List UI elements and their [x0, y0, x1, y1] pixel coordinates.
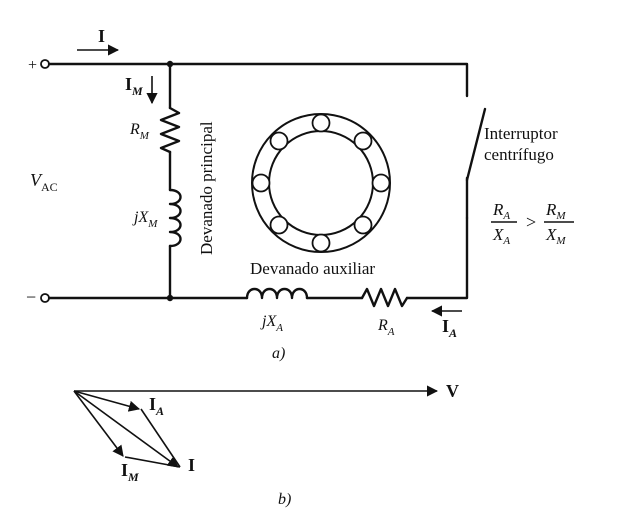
- switch-blade: [465, 107, 487, 182]
- main-inductor-label: jXM: [132, 209, 158, 230]
- phasor-diagram: V IA IM I b): [73, 381, 459, 508]
- bottom-junction: [166, 294, 174, 302]
- top-wire-right: [168, 62, 469, 98]
- main-current-phasor-label: IM: [121, 460, 139, 484]
- aux-resistor-label: RA: [377, 317, 395, 338]
- main-resistor-label: RM: [129, 121, 150, 142]
- plus-terminal-label: +: [28, 57, 37, 74]
- total-current-label: I: [98, 26, 105, 46]
- aux-resistor: [360, 287, 409, 308]
- switch-label-line2: centrífugo: [484, 145, 554, 164]
- total-current-phasor: [73, 390, 179, 468]
- main-inductor: [168, 188, 182, 248]
- circuit-diagram: + − VAC I IM RM jXM Devanad: [26, 26, 574, 362]
- main-resistor: [159, 106, 181, 154]
- aux-current-label: IA: [442, 316, 457, 340]
- total-current-phasor-label: I: [188, 455, 195, 475]
- aux-winding-label: Devanado auxiliar: [250, 259, 375, 278]
- main-current-phasor: [73, 390, 124, 457]
- aux-inductor: [245, 287, 309, 300]
- switch-label-line1: Interruptor: [484, 124, 558, 143]
- ratio-right-numerator: RM: [545, 200, 566, 222]
- parallelogram-edge-2: [124, 456, 181, 468]
- source-voltage-label: VAC: [30, 170, 58, 194]
- aux-inductor-label: jXA: [260, 313, 283, 334]
- ratio-operator: >: [526, 212, 536, 232]
- minus-terminal-label: −: [26, 287, 36, 307]
- voltage-phasor-label: V: [446, 381, 459, 401]
- stator-icon: [251, 113, 391, 253]
- ratio-right-denominator: XM: [545, 225, 566, 247]
- caption-a: a): [272, 345, 285, 362]
- ratio-left-numerator: RA: [492, 200, 510, 222]
- aux-current-phasor: [73, 390, 141, 412]
- ratio-left-denominator: XA: [492, 225, 510, 247]
- main-current-label: IM: [125, 74, 143, 98]
- bottom-wire-right: [405, 216, 469, 300]
- parallelogram-edge-1: [140, 408, 181, 468]
- main-winding-label: Devanado principal: [197, 121, 216, 255]
- caption-b: b): [278, 491, 291, 508]
- ratio-condition: RA XA > RM XM: [491, 200, 574, 247]
- aux-current-phasor-label: IA: [149, 394, 164, 418]
